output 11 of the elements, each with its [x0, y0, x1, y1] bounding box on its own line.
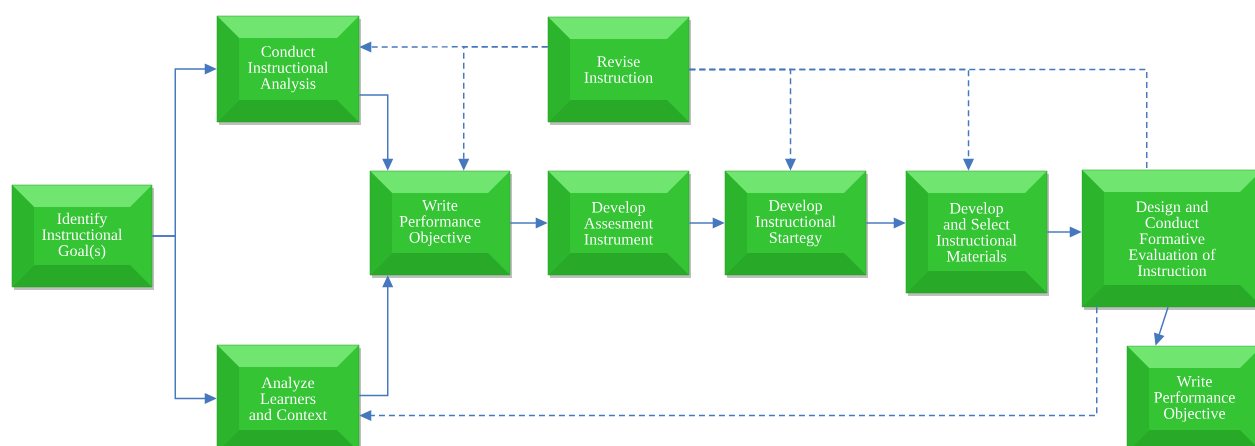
- process-box: Write Performance Objective: [1126, 345, 1255, 446]
- process-box: Conduct Instructional Analysis: [216, 15, 361, 125]
- process-box: Develop Instructional Startegy: [724, 170, 868, 278]
- process-box: Write Performance Objective: [369, 170, 512, 278]
- process-box: Analyze Learners and Context: [216, 344, 361, 446]
- process-box: Develop and Select Instructional Materials: [905, 170, 1049, 296]
- dashed-line: [688, 68, 1148, 171]
- process-box: Develop Assesment Instrument: [547, 170, 691, 278]
- process-box: Revise Instruction: [547, 16, 691, 125]
- process-box: Design and Conduct Formative Evaluation of Instruction: [1081, 169, 1255, 310]
- process-box: Identify Instructional Goal(s): [11, 184, 154, 290]
